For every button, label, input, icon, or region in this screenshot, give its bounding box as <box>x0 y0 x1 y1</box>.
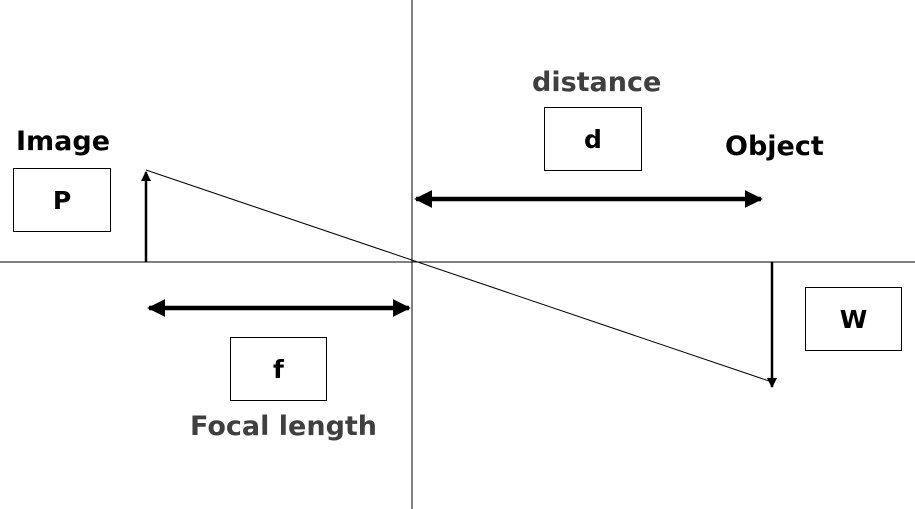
image-label: Image <box>16 126 111 157</box>
object-size-box: W <box>805 287 902 351</box>
object-label: Object <box>725 131 824 162</box>
focal-length-label: Focal length <box>190 411 378 442</box>
distance-label: distance <box>532 67 662 98</box>
image-size-box: P <box>13 168 111 232</box>
distance-box: d <box>544 107 642 171</box>
light-ray <box>145 169 773 383</box>
focal-length-box: f <box>230 337 327 401</box>
